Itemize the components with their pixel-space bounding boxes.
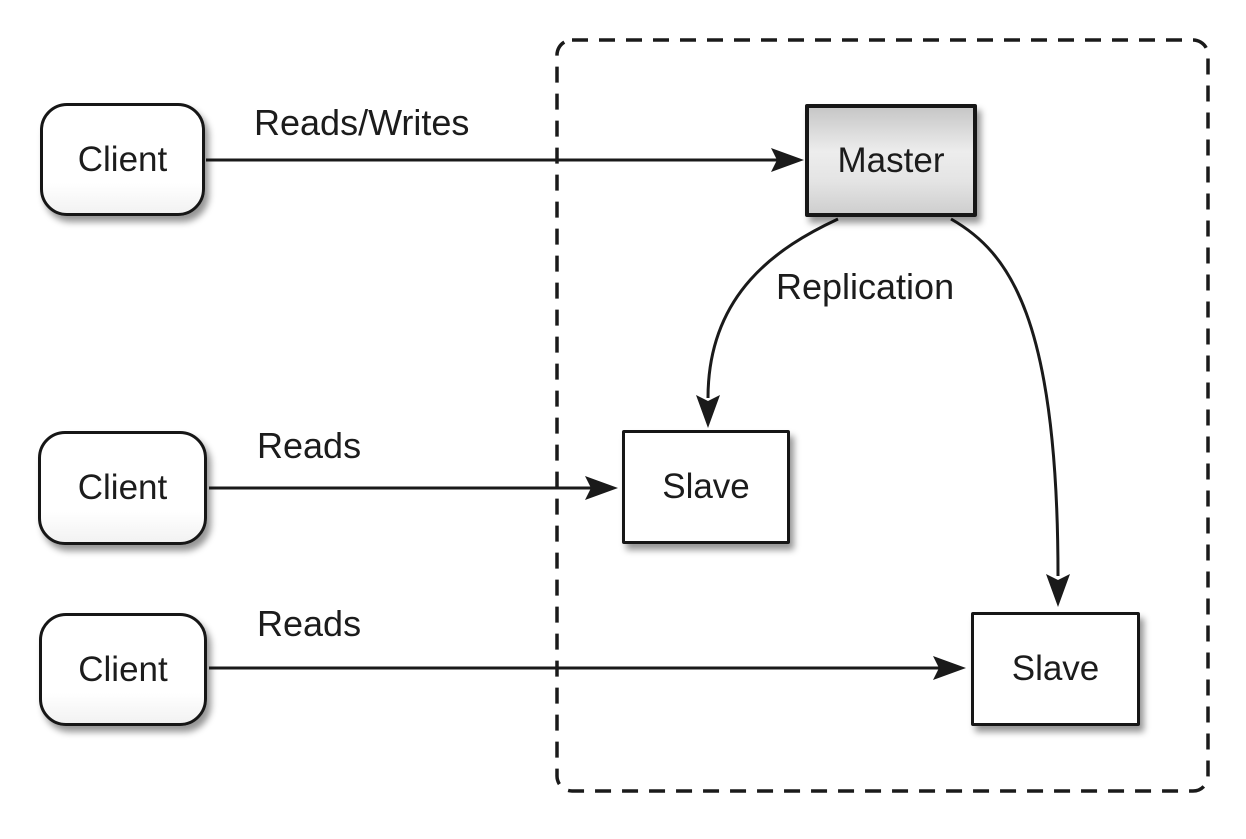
node-label: Slave [1011,649,1100,688]
arrow-client3-to-slave2 [209,656,966,680]
edge-label-replication: Replication [776,266,955,307]
node-label: Client [78,649,168,689]
node-label: Client [77,139,168,179]
edge-label-reads-top: Reads [257,425,362,466]
node-label: Client [77,468,168,507]
arrow-client2-to-slave1 [209,476,618,500]
node-slave-2: Slave [971,612,1140,726]
node-client-3: Client [39,613,207,726]
node-slave-1: Slave [622,430,790,544]
arrow-client1-to-master [206,148,804,172]
cluster-boundary [555,38,1210,793]
arrow-master-to-slave1 [696,217,839,428]
node-label: Master [837,140,945,180]
node-client-2: Client [38,431,207,545]
edge-label-reads-bottom: Reads [257,603,362,644]
arrow-master-to-slave2 [950,217,1070,607]
node-client-1: Client [40,103,205,216]
node-label: Slave [662,467,750,506]
edge-label-reads-writes: Reads/Writes [254,102,470,143]
node-master: Master [805,104,977,217]
